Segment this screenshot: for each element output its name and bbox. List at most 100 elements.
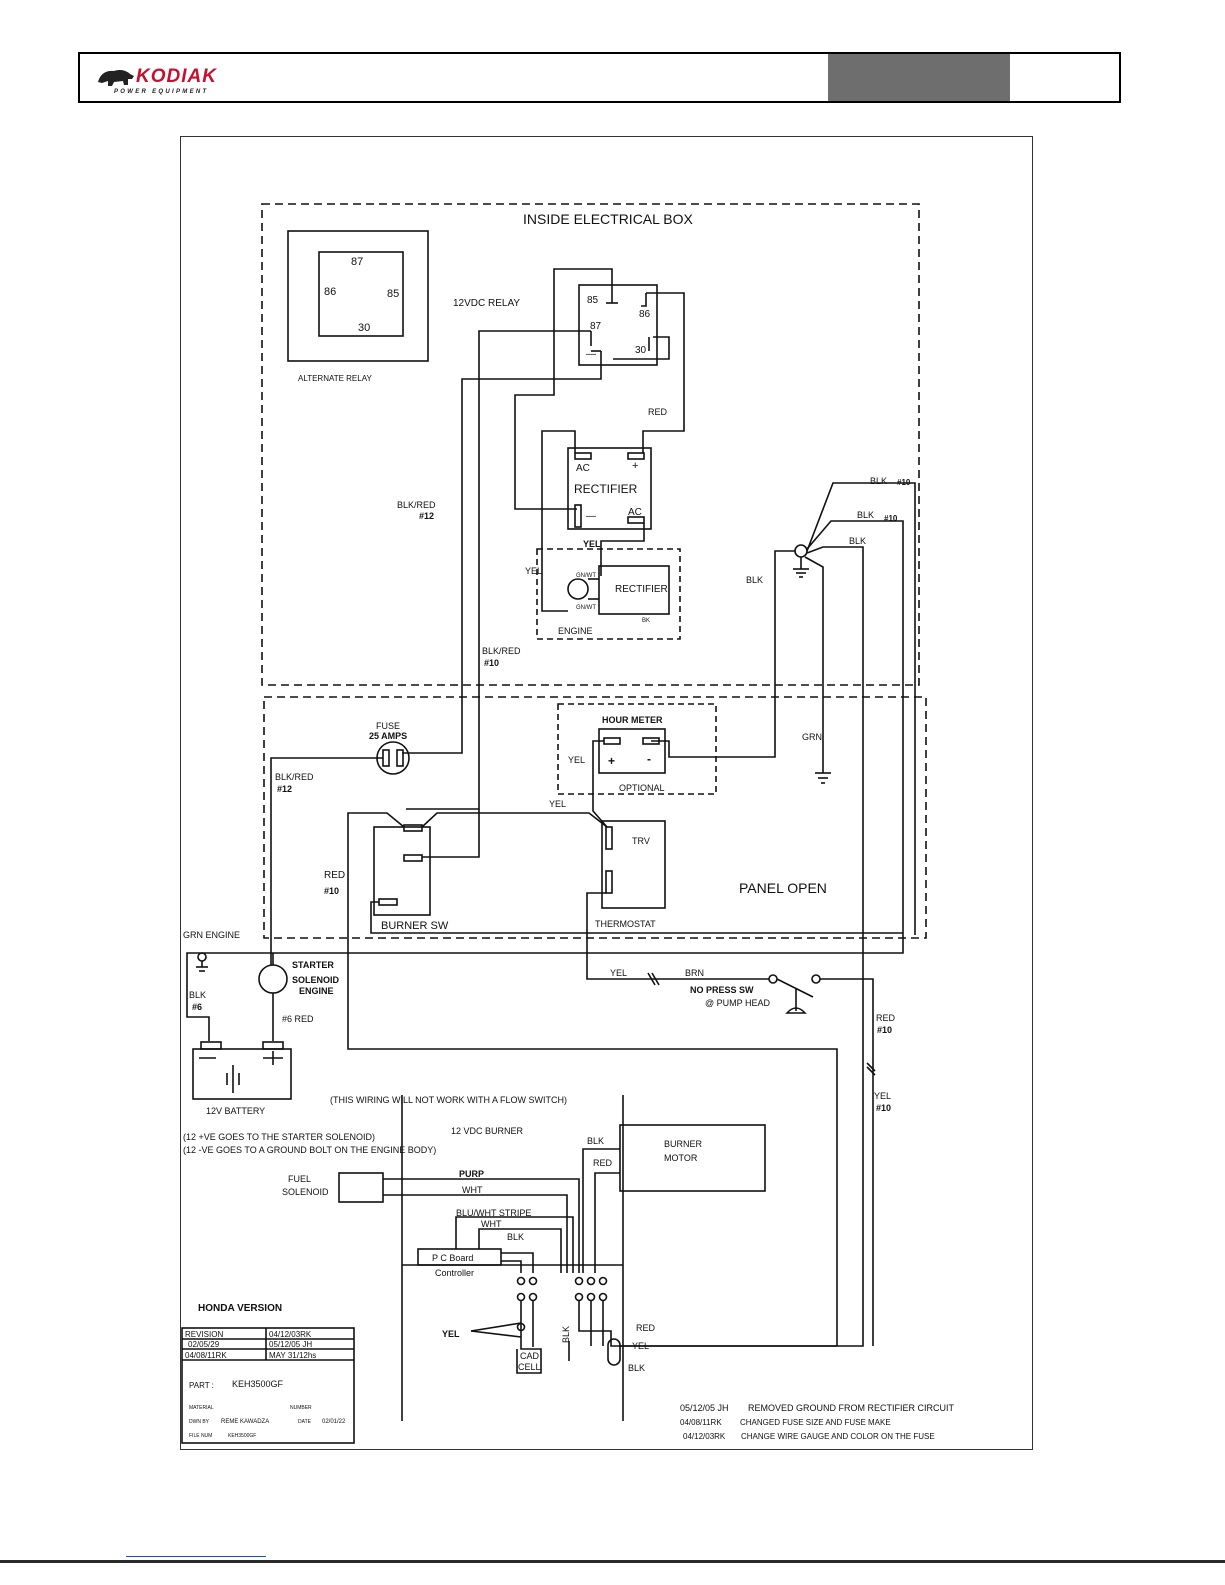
panel-n12: #12: [277, 784, 292, 794]
thermostat-label: THERMOSTAT: [595, 919, 656, 929]
rectifier-plus: +: [632, 460, 638, 472]
inside-box-title: INSIDE ELECTRICAL BOX: [523, 211, 694, 227]
vertical-blk: BLK: [561, 1326, 571, 1343]
lower-brn: BRN: [685, 968, 704, 978]
starter-solenoid-body: [258, 964, 288, 994]
fuel-solenoid-body: [338, 1172, 384, 1203]
wire-blk-c: BLK: [849, 536, 866, 546]
burner-motor-label-1: BURNER: [664, 1139, 703, 1149]
thermostat-body: [601, 820, 666, 909]
alternate-relay-outer: [287, 230, 429, 362]
panel-n10: #10: [324, 886, 339, 896]
revision-label: REVISION: [185, 1330, 223, 1339]
panel-yel: YEL: [549, 799, 566, 809]
wiring-diagram: INSIDE ELECTRICAL BOX 87 86 85 30 ALTERN…: [180, 136, 1033, 1450]
revision-1: 04/12/03RK: [269, 1330, 312, 1339]
wire-blk10a: BLK: [870, 476, 887, 486]
wire-purp: PURP: [459, 1169, 484, 1179]
controller-label: Controller: [435, 1268, 474, 1278]
pc-board-body: [417, 1248, 502, 1266]
date-label: DATE: [298, 1419, 312, 1425]
alt-relay-label: ALTERNATE RELAY: [298, 374, 372, 383]
relay-85: 85: [587, 295, 599, 306]
revision-3b: MAY 31/12hs: [269, 1351, 316, 1360]
rectifier-ac1: AC: [576, 463, 590, 474]
burner-switch-label: BURNER SW: [381, 920, 449, 932]
date-value: 02/01/22: [322, 1419, 346, 1425]
wire-yel2: YEL: [525, 566, 542, 576]
rectifier-minus: —: [586, 511, 596, 522]
engine-box-outline: [536, 548, 681, 640]
brand-subtitle: POWER EQUIPMENT: [114, 89, 209, 95]
hour-meter-body: [598, 728, 666, 774]
bottom-yel: YEL: [632, 1341, 649, 1351]
revision-2b: 05/12/05 JH: [269, 1340, 312, 1349]
wire-blk-d: BLK: [746, 575, 763, 585]
relay-87: 87: [590, 321, 602, 332]
cad-label-2: CELL: [518, 1362, 541, 1372]
note-1: (12 +VE GOES TO THE STARTER SOLENOID): [183, 1132, 375, 1142]
revision-2a: 02/05/29: [188, 1340, 220, 1349]
wire-blk-2: BLK: [507, 1232, 524, 1242]
starter-label-2: SOLENOID: [292, 975, 340, 985]
lower-n10y: #10: [876, 1103, 891, 1113]
drawn-by-label: DWN BY: [189, 1419, 210, 1425]
flow-switch-note: (THIS WIRING WILL NOT WORK WITH A FLOW S…: [330, 1095, 567, 1105]
revision-note-code: 05/12/05 JH: [680, 1403, 729, 1413]
engine-gnwt2: GN/WT: [576, 605, 596, 611]
honda-version-label: HONDA VERSION: [198, 1303, 282, 1314]
engine-rectifier-box: [598, 565, 670, 615]
fuse-amps: 25 AMPS: [369, 731, 407, 741]
relay-label: 12VDC RELAY: [453, 298, 520, 309]
battery-label: 12V BATTERY: [206, 1106, 265, 1116]
revision-note-code: 04/08/11RK: [680, 1418, 722, 1427]
wire-red-top: RED: [648, 407, 668, 417]
wire-blk-red2: BLK/RED: [482, 646, 521, 656]
burner-switch-body: [373, 826, 431, 916]
thermostat-trv: TRV: [632, 836, 650, 846]
alternate-relay-inner: [318, 251, 404, 337]
alt-relay-86: 86: [324, 286, 336, 298]
part-number: KEH3500GF: [232, 1379, 284, 1389]
footer-link-underline: [126, 1556, 266, 1557]
engine-rect-label: RECTIFIER: [615, 584, 668, 595]
relay-minus: —: [586, 349, 596, 360]
bear-icon: [98, 70, 134, 86]
fuel-solenoid-label-1: FUEL: [288, 1174, 311, 1184]
battery-n6: #6: [192, 1002, 202, 1012]
hour-meter-minus: -: [647, 752, 651, 766]
engine-bk: BK: [642, 618, 650, 624]
motor-red: RED: [593, 1158, 613, 1168]
part-label: PART :: [189, 1381, 214, 1390]
rectifier-ac2: AC: [628, 507, 642, 518]
wire-blk-red: BLK/RED: [397, 500, 436, 510]
number-label: NUMBER: [290, 1405, 312, 1411]
alt-relay-87: 87: [351, 256, 363, 268]
hour-meter-plus: +: [608, 754, 615, 768]
cad-yel: YEL: [442, 1329, 460, 1339]
wire-n10: #10: [484, 658, 499, 668]
file-num-label: FILE NUM: [189, 1433, 212, 1439]
inside-box-outline: [261, 203, 920, 686]
revision-note-text: CHANGE WIRE GAUGE AND COLOR ON THE FUSE: [741, 1432, 935, 1441]
note-2: (12 -VE GOES TO A GROUND BOLT ON THE ENG…: [183, 1145, 436, 1155]
panel-box-outline: [263, 696, 927, 939]
engine-label: ENGINE: [558, 626, 593, 636]
drawn-by: REME KAWADZA: [221, 1419, 269, 1425]
lower-n10r: #10: [877, 1025, 892, 1035]
motor-blk: BLK: [587, 1136, 604, 1146]
footer-rule: [0, 1560, 1225, 1563]
relay-86: 86: [639, 309, 651, 320]
wire-n12: #12: [419, 511, 434, 521]
revision-note-text: REMOVED GROUND FROM RECTIFIER CIRCUIT: [748, 1403, 955, 1413]
hour-meter-optional: OPTIONAL: [619, 783, 665, 793]
panel-red: RED: [324, 870, 345, 881]
bottom-red: RED: [636, 1323, 656, 1333]
wiring-diagram-svg: INSIDE ELECTRICAL BOX 87 86 85 30 ALTERN…: [181, 203, 955, 1444]
starter-label-3: ENGINE: [299, 986, 334, 996]
file-num: KEH3500GF: [228, 1433, 256, 1439]
revision-3a: 04/08/11RK: [185, 1351, 227, 1360]
cad-label-1: CAD: [520, 1351, 540, 1361]
burner-label: 12 VDC BURNER: [451, 1126, 524, 1136]
burner-motor-body: [619, 1124, 766, 1192]
